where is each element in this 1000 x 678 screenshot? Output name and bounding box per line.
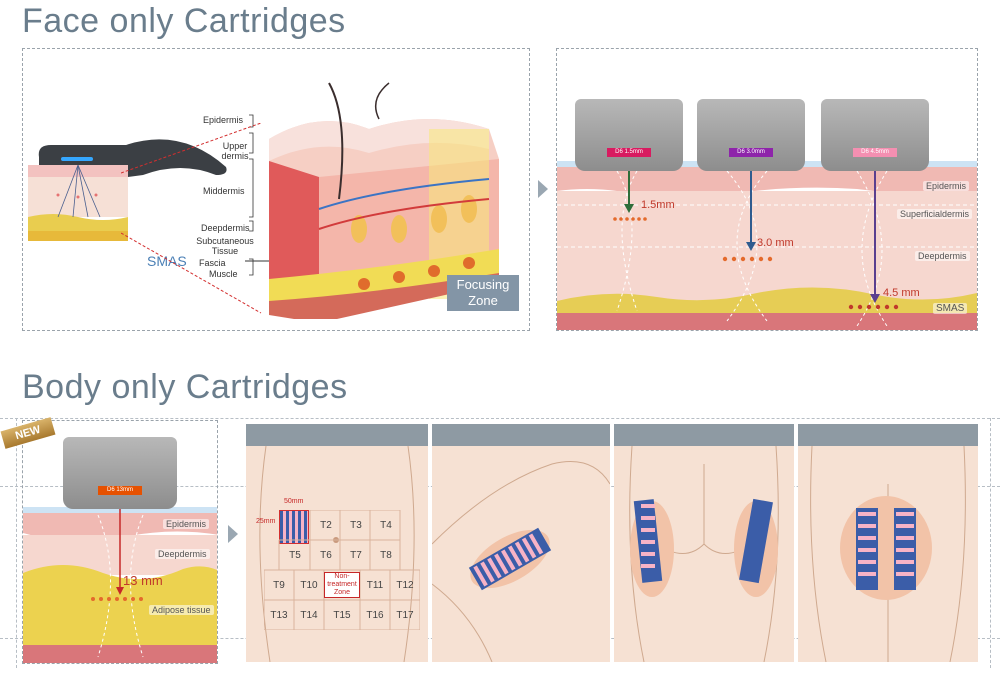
layer-label-epidermis: Epidermis — [203, 115, 244, 125]
face-anatomy-panel: Epidermis Upper dermis Middermis Deepder… — [22, 48, 530, 331]
abdomen-outline — [259, 445, 415, 662]
arm-header-band — [432, 424, 610, 446]
abdomen-grid-panel: 50mm 25mm T2 T3 T4 T5 T6 T7 T8 T9 T10 No… — [246, 424, 428, 662]
cartridge-2-tag: D6 3.0mm — [729, 148, 773, 157]
grid-cell-t13: T13 — [270, 610, 288, 621]
grid-cell-t4: T4 — [380, 520, 392, 531]
body-depth-label: 13 mm — [123, 573, 163, 588]
skin-label-epidermis: Epidermis — [923, 181, 970, 191]
back-thigh-panel — [614, 424, 794, 662]
back-thigh-header-band — [614, 424, 794, 446]
body-section-title: Body only Cartridges — [22, 368, 348, 406]
body-cartridge-panel: D6 13mm 13 mm Epidermis Deepdermis Adipo… — [22, 420, 218, 664]
grid-cell-t6: T6 — [320, 550, 332, 561]
connector-lines — [121, 123, 262, 314]
guide-line-left — [16, 418, 17, 668]
grid-cell-t3: T3 — [350, 520, 362, 531]
guide-line-right — [990, 418, 991, 668]
depth-label-2: 3.0 mm — [757, 237, 794, 249]
smas-label: SMAS — [147, 253, 187, 269]
body-skin-label-epidermis: Epidermis — [163, 519, 210, 529]
grid-cell-t10: T10 — [300, 580, 318, 591]
grid-cell-t8: T8 — [380, 550, 392, 561]
depth-label-1: 1.5mm — [641, 199, 675, 211]
face-arrow-icon — [538, 180, 548, 198]
arm-treatment-panel — [432, 424, 610, 662]
layer-label-deepdermis: Deepdermis — [201, 223, 250, 233]
grid-highlight-cell — [279, 510, 309, 544]
depth-label-3: 4.5 mm — [883, 287, 920, 299]
inner-thigh-panel — [798, 424, 978, 662]
layer-label-middermis: Middermis — [203, 186, 245, 196]
skin-label-deepdermis: Deepdermis — [915, 251, 970, 261]
face-cartridge-panel: D6 1.5mm D6 3.0mm D6 4.5mm 1.5mm 3.0 mm … — [556, 48, 978, 331]
grid-cell-t11: T11 — [366, 580, 384, 591]
focusing-zone-text: Focusing Zone — [456, 277, 510, 308]
grid-cell-t7: T7 — [350, 550, 362, 561]
grid-area: 50mm 25mm T2 T3 T4 T5 T6 T7 T8 T9 T10 No… — [256, 498, 420, 630]
arm-illustration — [432, 461, 610, 662]
depth-arrows — [613, 171, 899, 310]
grid-dim-height: 25mm — [256, 518, 276, 525]
layer-label-fascia: Fascia — [199, 258, 226, 268]
inner-thigh-header-band — [798, 424, 978, 446]
layer-label-muscle: Muscle — [209, 269, 238, 279]
layer-label-subcutaneous: Subcutaneous Tissue — [196, 236, 254, 256]
skin-label-superficialdermis: Superficialdermis — [897, 209, 973, 219]
cartridge-1p5mm: D6 1.5mm — [575, 99, 683, 171]
back-thigh-illustration — [629, 445, 779, 662]
body-skin-label-adipose: Adipose tissue — [149, 605, 214, 615]
new-badge-text: NEW — [13, 423, 42, 443]
mini-skin-section — [28, 165, 128, 241]
grid-cell-t5: T5 — [289, 550, 301, 561]
grid-lines — [264, 510, 420, 630]
face-section-title: Face only Cartridges — [22, 2, 346, 40]
cartridge-3-tag: D6 4.5mm — [853, 148, 897, 157]
grid-cell-t2: T2 — [320, 520, 332, 531]
cartridge-1-tag: D6 1.5mm — [607, 148, 651, 157]
focusing-zone-label: Focusing Zone — [447, 275, 519, 311]
grid-dim-width: 50mm — [284, 498, 304, 505]
guide-line-top — [0, 418, 1000, 419]
cartridge-13mm: D6 13mm — [63, 437, 177, 509]
grid-cell-t17: T17 — [396, 610, 414, 621]
layer-label-upper-dermis: Upper dermis — [221, 141, 249, 161]
layer-brackets — [245, 114, 271, 276]
skin-label-smas: SMAS — [933, 303, 968, 314]
abdomen-header-band — [246, 424, 428, 446]
grid-cell-t16: T16 — [366, 610, 384, 621]
grid-cell-t14: T14 — [300, 610, 318, 621]
body-skin-layers — [23, 507, 217, 663]
inner-thigh-illustration — [810, 445, 966, 662]
grid-cell-t9: T9 — [273, 580, 285, 591]
non-treatment-zone: Non-treatment Zone — [324, 572, 360, 598]
body-cartridge-tag: D6 13mm — [98, 486, 142, 495]
cartridge-3p0mm: D6 3.0mm — [697, 99, 805, 171]
grid-cell-t15: T15 — [333, 610, 351, 621]
cartridge-4p5mm: D6 4.5mm — [821, 99, 929, 171]
body-arrow-icon — [228, 525, 238, 543]
body-skin-label-deepdermis: Deepdermis — [155, 549, 210, 559]
grid-cell-t12: T12 — [396, 580, 414, 591]
